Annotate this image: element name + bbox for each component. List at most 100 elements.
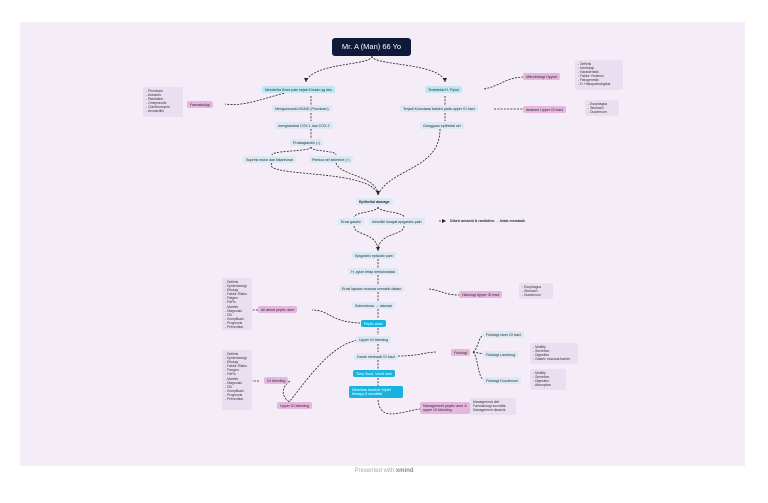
list-item: - Secretion bbox=[533, 349, 550, 354]
connector bbox=[377, 206, 405, 218]
list-item: - Faktor Virulensi bbox=[578, 74, 604, 79]
node-submucosa: Submukosa → ulserasi bbox=[352, 302, 395, 310]
connector bbox=[397, 351, 438, 357]
connector bbox=[335, 162, 379, 196]
list-item: - Faktor Risiko bbox=[225, 292, 247, 297]
list-item: - PaFis bbox=[225, 372, 236, 377]
list-item: - Definisi bbox=[225, 280, 239, 284]
node-fisiologi-ulcer: Fisiologi ulcer GI tract bbox=[483, 331, 524, 339]
list-item: - Patgen bbox=[225, 296, 238, 301]
topic-mikrobiologi: Mikrobiologi Hpylori bbox=[523, 73, 561, 81]
node-fisiologi-lambung: Fisiologi Lambung bbox=[483, 351, 519, 359]
topic-gi-bleeding: GI bleeding bbox=[264, 377, 289, 385]
node-knee-pain: Menderita Knee pain sejak 8 bulan yg lal… bbox=[262, 86, 335, 94]
node-erosi-gastric: Erosi gastric bbox=[338, 218, 364, 226]
node-epithelial-damage: Epithelial damage bbox=[356, 198, 393, 206]
list-item: - Diagnosis bbox=[225, 308, 242, 313]
list-lambung: - Motility - Secretion - Digestion - Gas… bbox=[530, 343, 578, 364]
node-epigastric-pain: Epigastric episodic pain bbox=[352, 252, 396, 260]
list-item: - Motility bbox=[533, 345, 546, 349]
arrowhead bbox=[442, 219, 446, 223]
node-suppress: Supresi mukn dan bikarbonat bbox=[243, 156, 296, 164]
node-fisiologi-duodenum: Fisiologi Duodenum bbox=[483, 377, 521, 385]
node-deeper-erosion: Erosi lapisan mucosa semakin dalam bbox=[339, 285, 405, 293]
topic-farmakologi: Farmakologi bbox=[187, 101, 213, 109]
list-item: - Prevention bbox=[225, 325, 244, 330]
node-antacid: Diberi antacid & ranitidine → tidak memb… bbox=[450, 219, 526, 223]
list-item: - Duodenum bbox=[522, 293, 541, 298]
connector bbox=[353, 225, 379, 252]
list-item: - Prevention bbox=[225, 397, 244, 402]
root-title: Mr. A (Man) 66 Yo bbox=[332, 38, 411, 56]
list-item: - Amoxicillin bbox=[146, 109, 164, 114]
list-item: - PaFis bbox=[225, 300, 236, 305]
list-anatomi: - Esophagus - Stomach - Duodenum bbox=[585, 100, 619, 116]
topic-anatomi: Anatomi Upper GI tract bbox=[523, 106, 566, 114]
list-item: - Manfes bbox=[225, 304, 239, 309]
connector bbox=[483, 76, 524, 90]
list-item: - Faktor Risiko bbox=[225, 364, 247, 369]
xmind-logo: xmind bbox=[395, 468, 414, 474]
list-item: - Definisi bbox=[578, 62, 592, 66]
connector bbox=[377, 225, 405, 252]
list-item: - Pangen bbox=[225, 368, 239, 373]
topic-management: Management peptic ulcer & upper GI bleed… bbox=[420, 402, 470, 414]
list-item: - Morfologi bbox=[578, 66, 595, 71]
list-farmakologi: - Piroxicam - Antacids - Ranitidine - Om… bbox=[143, 87, 183, 117]
node-peptic-ulcer: Peptic ulcer bbox=[361, 320, 386, 328]
node-epigastric-history: memiliki riwayat epigastric pain bbox=[369, 218, 425, 226]
list-item: - Stomach bbox=[522, 289, 538, 294]
connector bbox=[371, 55, 446, 83]
list-item: Farmakologi sucralfat bbox=[473, 404, 506, 409]
list-item: - Etiologi bbox=[225, 360, 239, 365]
list-item: - Esophagus bbox=[522, 285, 542, 289]
list-item: - Clarithromycin bbox=[146, 105, 170, 110]
connector bbox=[311, 309, 361, 324]
list-item: - Ranitidine bbox=[146, 97, 164, 102]
list-item: - Karakteristik bbox=[578, 70, 599, 75]
topic-upper-gi-bleeding: Upper GI bleeding bbox=[277, 402, 313, 410]
list-item: Management diet bbox=[473, 400, 500, 404]
list-item: - Prognosis bbox=[225, 320, 243, 325]
arrowhead bbox=[304, 78, 308, 82]
connector bbox=[472, 334, 485, 353]
list-item: - Absorption bbox=[533, 383, 552, 388]
connector bbox=[288, 339, 361, 403]
node-cell-disruption: Gangguan epithelial sel bbox=[420, 122, 464, 130]
list-item: - Epidemiologi bbox=[225, 284, 247, 289]
node-blood-gi: Darah melewati GI tract bbox=[354, 353, 398, 361]
connector bbox=[353, 206, 379, 218]
arrowhead bbox=[376, 191, 380, 195]
footer: Presented with xmind bbox=[0, 468, 768, 474]
list-item: - Duodenum bbox=[588, 110, 607, 115]
list-item: - Manfes bbox=[225, 376, 239, 381]
node-hp-colonize: H. pylori tetap berkolonisasi bbox=[348, 268, 399, 276]
connector bbox=[282, 380, 291, 403]
list-item: - Etiologi bbox=[225, 288, 239, 293]
list-item: - Digestion bbox=[533, 353, 550, 358]
list-gi-bleeding: - Definisi - Epidemiologi - Etiologi - F… bbox=[222, 350, 252, 410]
list-item: Management dinamik bbox=[473, 408, 506, 413]
list-item: - D. Histopathologikal bbox=[578, 82, 611, 87]
connector bbox=[271, 146, 312, 156]
arrowhead bbox=[376, 247, 380, 251]
list-duodenum: - Motility - Secretion - Digestion - Abs… bbox=[530, 369, 566, 390]
list-item: - Komplikasi bbox=[225, 388, 244, 393]
list-item: - Diagnosis bbox=[225, 380, 242, 385]
list-peptic: - Definisi - Epidemiologi - Etiologi - F… bbox=[222, 278, 252, 330]
list-item: - Definisi bbox=[225, 352, 239, 356]
list-item: - Digestion bbox=[533, 379, 550, 384]
list-item: - Secretion bbox=[533, 375, 550, 380]
list-management: Management diet Farmakologi sucralfat Ma… bbox=[470, 398, 516, 415]
list-mikrobiologi: - Definisi - Morfologi - Karakteristik -… bbox=[575, 60, 623, 90]
node-colonization: Terjadi Kolonisasi bakteri pada upper GI… bbox=[400, 105, 478, 113]
list-item: - Piroxicam bbox=[146, 89, 163, 93]
list-item: - DD bbox=[225, 312, 232, 317]
list-item: - Prognosis bbox=[225, 392, 243, 397]
topic-histologi: Histologi Upper GI tract bbox=[459, 291, 503, 299]
connector bbox=[270, 162, 379, 196]
node-cox: menghambat COX 1 dan COX 2 bbox=[275, 122, 333, 130]
connector bbox=[305, 55, 373, 83]
connector bbox=[377, 128, 441, 196]
